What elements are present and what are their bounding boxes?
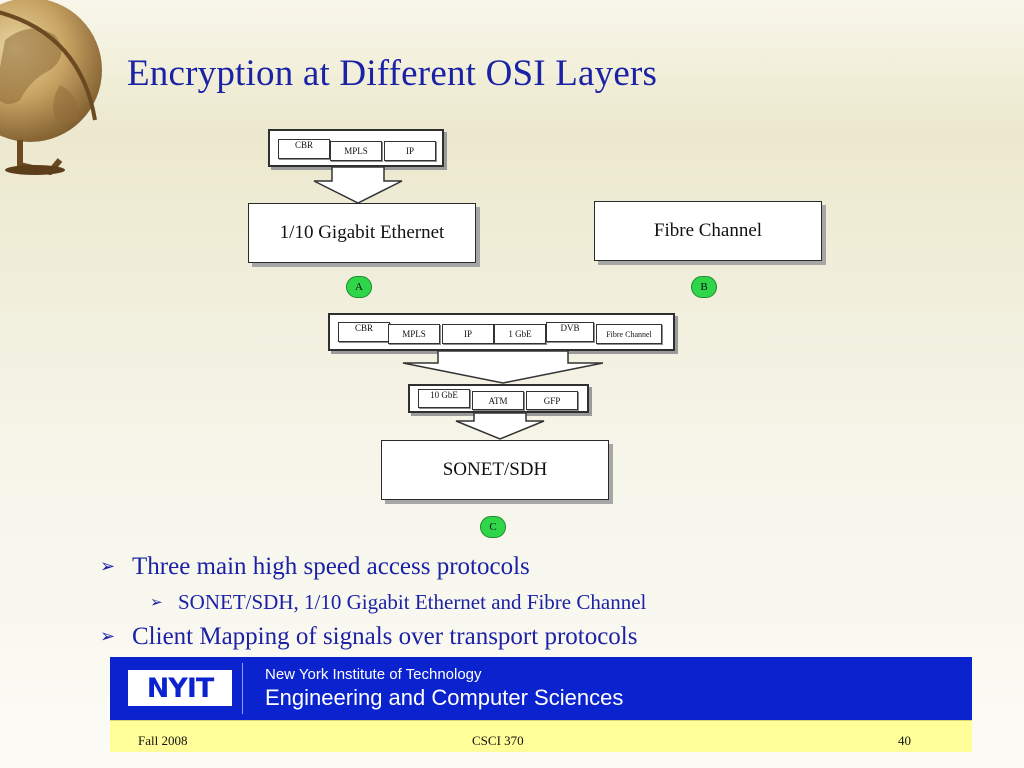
box-gigabit-ethernet: 1/10 Gigabit Ethernet xyxy=(248,203,476,263)
box-fibre-channel: Fibre Channel xyxy=(594,201,822,261)
badge-b: B xyxy=(691,276,717,298)
top-protocol-strip: CBR MPLS IP xyxy=(268,129,444,167)
strip-cell-1gbe: 1 GbE xyxy=(494,324,546,344)
bullet-1: ➢ Three main high speed access protocols xyxy=(100,553,530,581)
arrow-bullet-icon: ➢ xyxy=(100,626,116,647)
strip-cell-10gbe: 10 GbE xyxy=(418,389,470,408)
footer-bar: Fall 2008 CSCI 370 40 xyxy=(110,720,972,752)
logo-text: NYIT xyxy=(146,672,215,704)
bullet-1-text: Three main high speed access protocols xyxy=(132,553,530,580)
badge-a: A xyxy=(346,276,372,298)
strip-cell-gfp: GFP xyxy=(526,391,578,410)
bullet-2-text: SONET/SDH, 1/10 Gigabit Ethernet and Fib… xyxy=(178,590,647,614)
strip-cell-cbr: CBR xyxy=(338,322,390,342)
badge-c: C xyxy=(480,516,506,538)
strip-cell-ip: IP xyxy=(384,141,436,161)
arrow-bullet-icon: ➢ xyxy=(100,556,116,577)
footer-banner: NYIT New York Institute of Technology En… xyxy=(110,657,972,720)
strip-cell-dvb: DVB xyxy=(546,322,594,342)
slide-title: Encryption at Different OSI Layers xyxy=(127,53,658,94)
institute-name: New York Institute of Technology xyxy=(265,666,482,683)
middle-protocol-strip: CBR MPLS IP 1 GbE DVB Fibre Channel xyxy=(328,313,675,351)
slide-number: 40 xyxy=(898,733,911,748)
strip-cell-mpls: MPLS xyxy=(388,324,440,344)
box-sonet-sdh: SONET/SDH xyxy=(381,440,609,500)
bullet-3-text: Client Mapping of signals over transport… xyxy=(132,623,638,650)
down-arrow-3 xyxy=(455,412,545,440)
school-name: Engineering and Computer Sciences xyxy=(265,685,624,710)
footer-course: CSCI 370 xyxy=(472,733,524,748)
globe-icon xyxy=(0,0,115,176)
strip-cell-fibre-channel: Fibre Channel xyxy=(596,324,662,344)
strip-cell-ip: IP xyxy=(442,324,494,344)
down-arrow-1 xyxy=(313,166,403,204)
strip-cell-cbr: CBR xyxy=(278,139,330,159)
lower-protocol-strip: 10 GbE ATM GFP xyxy=(408,384,589,413)
down-arrow-2 xyxy=(402,350,604,384)
header-band xyxy=(0,0,1024,135)
footer-term: Fall 2008 xyxy=(138,733,188,748)
footer-divider xyxy=(242,663,243,714)
bullet-2: ➢ SONET/SDH, 1/10 Gigabit Ethernet and Fi… xyxy=(150,590,646,615)
strip-cell-mpls: MPLS xyxy=(330,141,382,161)
bullet-3: ➢ Client Mapping of signals over transpor… xyxy=(100,623,637,651)
nyit-logo: NYIT xyxy=(128,670,232,706)
strip-cell-atm: ATM xyxy=(472,391,524,410)
arrow-bullet-icon: ➢ xyxy=(150,593,163,611)
